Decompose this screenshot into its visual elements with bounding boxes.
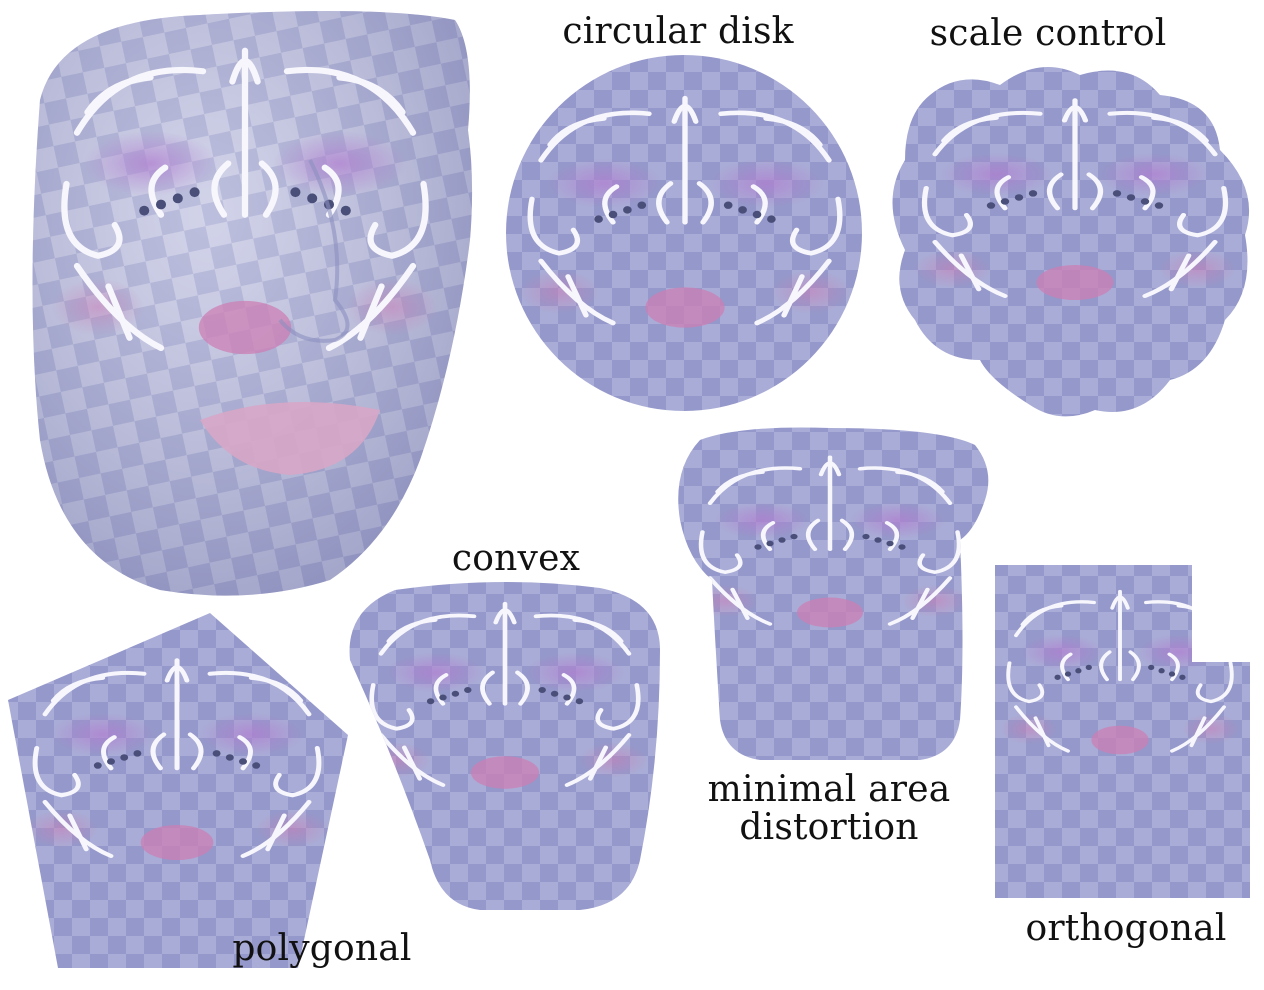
caption-minimal-area: minimal area [707, 769, 951, 810]
caption-scale-control: scale control [929, 13, 1167, 54]
uv-convex [349, 581, 660, 910]
caption-convex: convex [451, 538, 581, 579]
caption-polygonal: polygonal [232, 928, 412, 969]
caption-orthogonal: orthogonal [1025, 908, 1227, 949]
uv-orthogonal [995, 565, 1250, 898]
uv-circular-disk [506, 55, 862, 411]
uv-scale-control [892, 67, 1250, 417]
uv-polygonal [8, 613, 348, 968]
face-render [32, 11, 473, 596]
caption-distortion: distortion [739, 807, 919, 848]
uv-minimal-area-distortion [678, 427, 989, 760]
caption-circular-disk: circular disk [562, 11, 794, 52]
